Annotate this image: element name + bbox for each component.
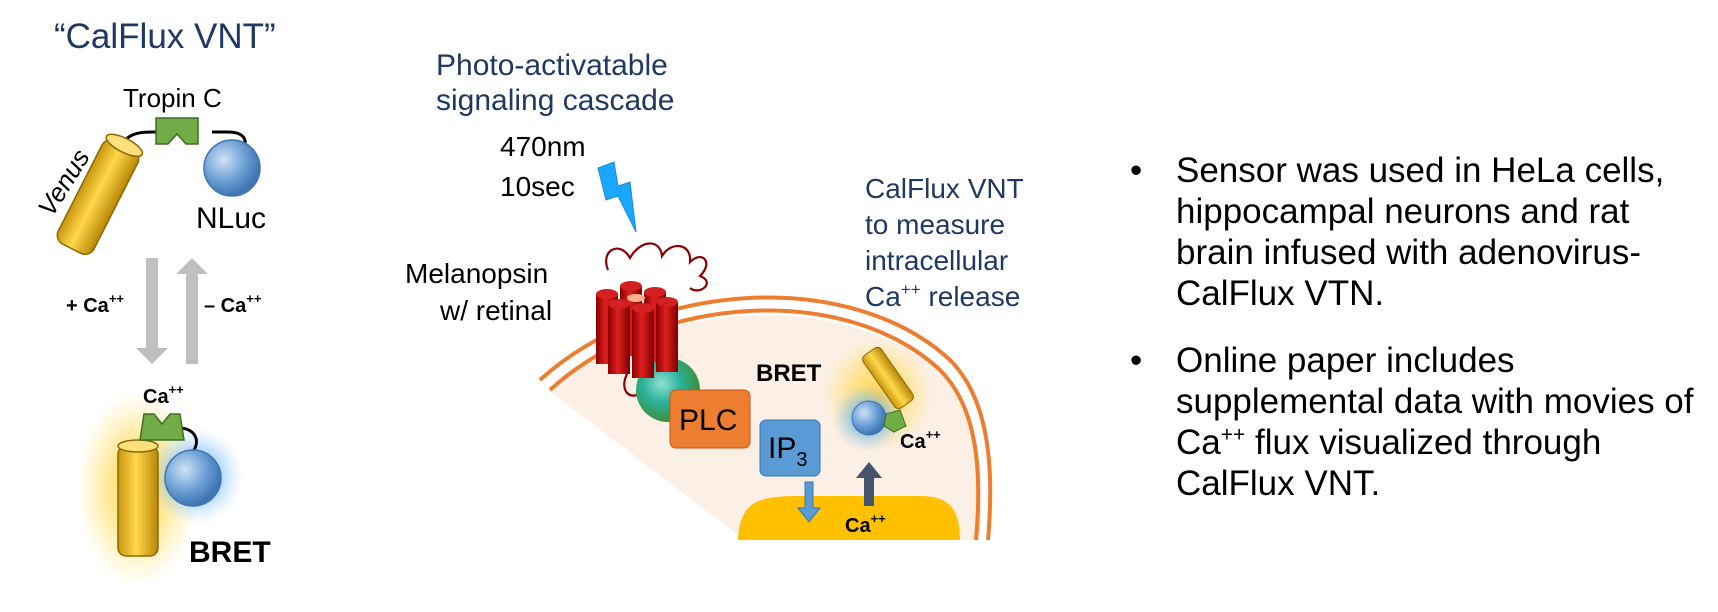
title: “CalFlux VNT” bbox=[54, 17, 276, 56]
receptor-loops-top bbox=[605, 242, 708, 292]
calflux-annotation-1: CalFlux VNT bbox=[865, 173, 1024, 204]
bullet-text-2-sup: ++ bbox=[1220, 423, 1246, 447]
equilibrium-arrows bbox=[136, 258, 208, 364]
bullet-item-2: • Online paper includes supplemental data… bbox=[1130, 340, 1710, 504]
ca-release-arrow bbox=[856, 462, 882, 506]
nluc-label: NLuc bbox=[196, 202, 266, 235]
calflux-annotation-2: to measure bbox=[865, 209, 1005, 240]
venus-cylinder-bound bbox=[117, 439, 159, 557]
minus-ca-label: – Ca++ bbox=[204, 291, 262, 317]
cascade-heading-1: Photo-activatable bbox=[436, 49, 668, 82]
nluc-sphere-bound bbox=[164, 449, 222, 507]
nluc-sphere bbox=[203, 139, 261, 197]
plus-ca-label: + Ca++ bbox=[66, 291, 124, 317]
cascade-heading-2: signaling cascade bbox=[436, 84, 675, 117]
cell-nluc bbox=[851, 400, 887, 436]
melanopsin-label-1: Melanopsin bbox=[405, 258, 548, 289]
ip3-down-arrow bbox=[796, 481, 822, 523]
bullet-marker: • bbox=[1130, 151, 1143, 190]
duration-label: 10sec bbox=[500, 171, 575, 202]
bret-label-left: BRET bbox=[189, 536, 271, 569]
er-ca-label: Ca++ bbox=[845, 511, 886, 537]
melanopsin-receptor bbox=[596, 281, 678, 378]
endoplasmic-reticulum bbox=[738, 496, 960, 540]
bullet-marker: • bbox=[1130, 341, 1143, 380]
tropin-c-domain bbox=[155, 117, 199, 145]
bullet-text-2b: flux visualized through CalFlux VNT. bbox=[1176, 423, 1602, 503]
tropin-label: Tropin C bbox=[123, 83, 222, 113]
bound-ca-label: Ca++ bbox=[143, 382, 184, 408]
light-bolt-icon bbox=[597, 161, 637, 233]
ip3-label: IP3 bbox=[768, 432, 807, 471]
cell-bret-label: BRET bbox=[756, 360, 822, 387]
bullet-list: • Sensor was used in HeLa cells, hippocam… bbox=[1130, 150, 1710, 530]
cell-tropin bbox=[883, 409, 907, 433]
bullet-text-2a: Online paper includes supplemental data … bbox=[1176, 341, 1694, 462]
cell-sensor bbox=[862, 346, 914, 410]
plc-box bbox=[669, 389, 751, 449]
calflux-annotation-3: intracellular bbox=[865, 245, 1008, 276]
bullet-text-1: Sensor was used in HeLa cells, hippocamp… bbox=[1176, 151, 1665, 313]
wavelength-label: 470nm bbox=[500, 131, 586, 162]
melanopsin-label-2: w/ retinal bbox=[439, 295, 552, 326]
ip3-box bbox=[759, 419, 821, 477]
bullet-item-1: • Sensor was used in HeLa cells, hippocam… bbox=[1130, 150, 1710, 314]
calflux-annotation-4: Ca++ release bbox=[865, 280, 1020, 312]
cell-ca-label: Ca++ bbox=[900, 427, 941, 453]
tropin-bound bbox=[139, 413, 185, 441]
plc-label: PLC bbox=[679, 404, 737, 437]
venus-cylinder bbox=[56, 133, 144, 256]
